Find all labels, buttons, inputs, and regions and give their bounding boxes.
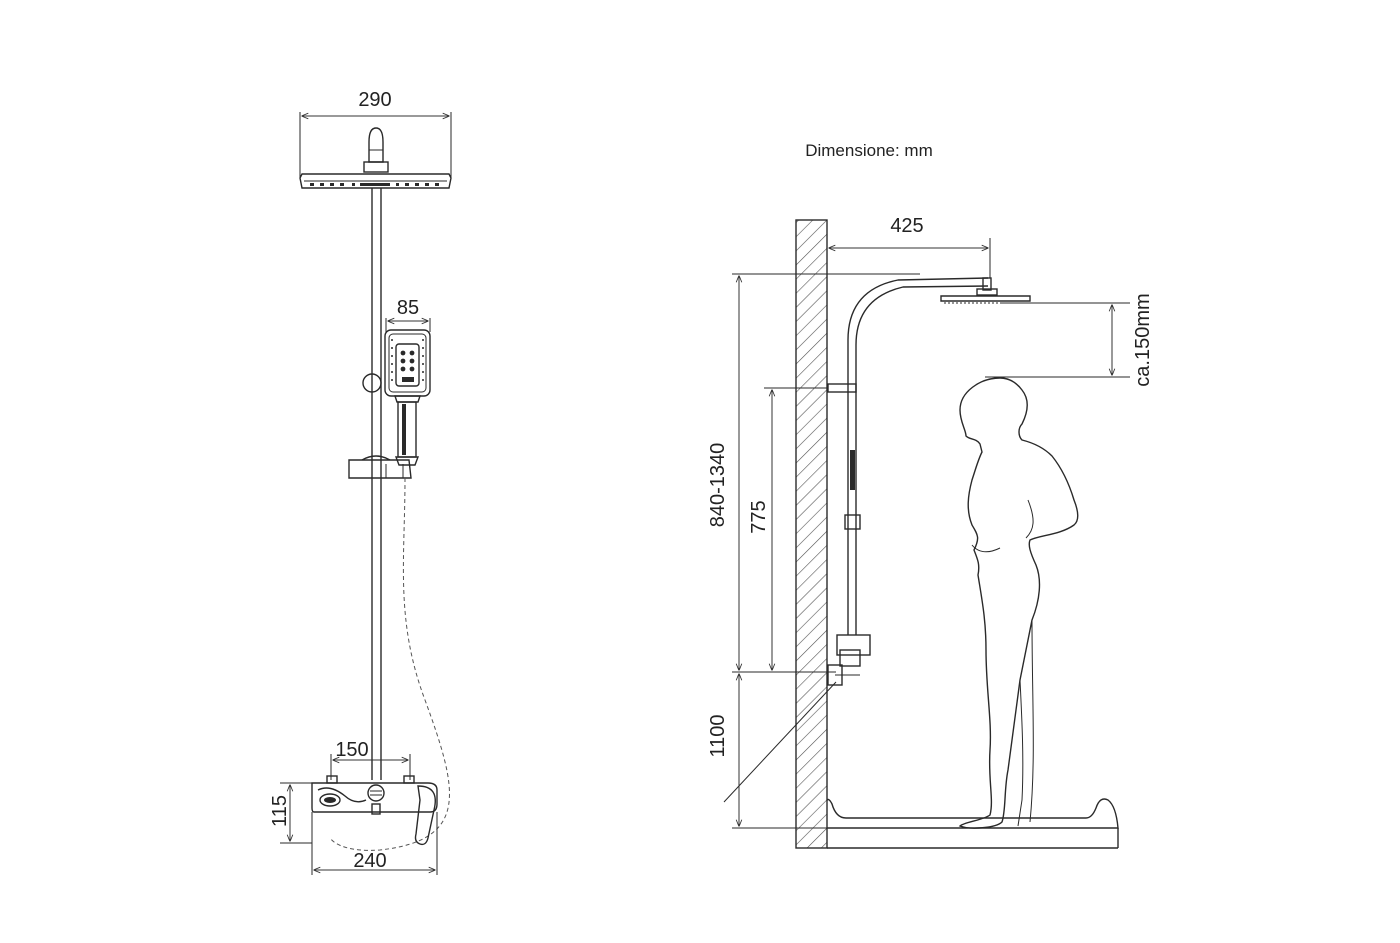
dim-arm-reach-label: 425 xyxy=(890,215,923,237)
hose xyxy=(329,477,450,851)
dim-valve-spacing-label: 150 xyxy=(335,739,368,761)
mixer-valve xyxy=(311,775,438,846)
slide-bracket xyxy=(348,455,412,479)
wall-section xyxy=(795,219,828,849)
dim-arm-reach: 425 xyxy=(826,215,991,278)
dim-valve-spacing: 150 xyxy=(330,739,411,780)
side-view: Dimensione: mm xyxy=(707,141,1154,849)
dim-valve-width: 240 xyxy=(311,812,438,875)
shower-tray xyxy=(826,798,1119,849)
dim-valve-height-side-label: 1100 xyxy=(707,714,729,757)
dim-hand-width: 85 xyxy=(385,297,431,332)
dim-column-range: 840-1340 xyxy=(707,273,920,673)
dim-valve-width-label: 240 xyxy=(353,850,386,872)
dim-head-clearance: ca.150mm xyxy=(985,293,1154,387)
shower-column xyxy=(827,277,989,686)
rain-shower-head xyxy=(299,127,452,189)
unit-note: Dimensione: mm xyxy=(805,141,933,160)
human-figure-outline xyxy=(958,377,1079,829)
dim-slide-rail-label: 775 xyxy=(748,500,770,533)
hand-shower xyxy=(362,329,431,466)
dim-valve-height-label: 115 xyxy=(269,795,291,827)
dim-valve-height: 115 xyxy=(269,782,312,844)
front-view: 290 85 xyxy=(269,89,452,875)
dim-slide-rail: 775 xyxy=(748,387,828,673)
dim-valve-height-side: 1100 xyxy=(707,674,837,829)
dim-column-range-label: 840-1340 xyxy=(707,443,729,528)
dim-head-width-label: 290 xyxy=(358,89,391,111)
dim-hand-width-label: 85 xyxy=(397,297,419,319)
dim-head-clearance-label: ca.150mm xyxy=(1132,293,1154,386)
rain-head-side xyxy=(940,277,1031,304)
dim-head-width: 290 xyxy=(299,89,452,178)
riser-pipe xyxy=(371,188,382,780)
